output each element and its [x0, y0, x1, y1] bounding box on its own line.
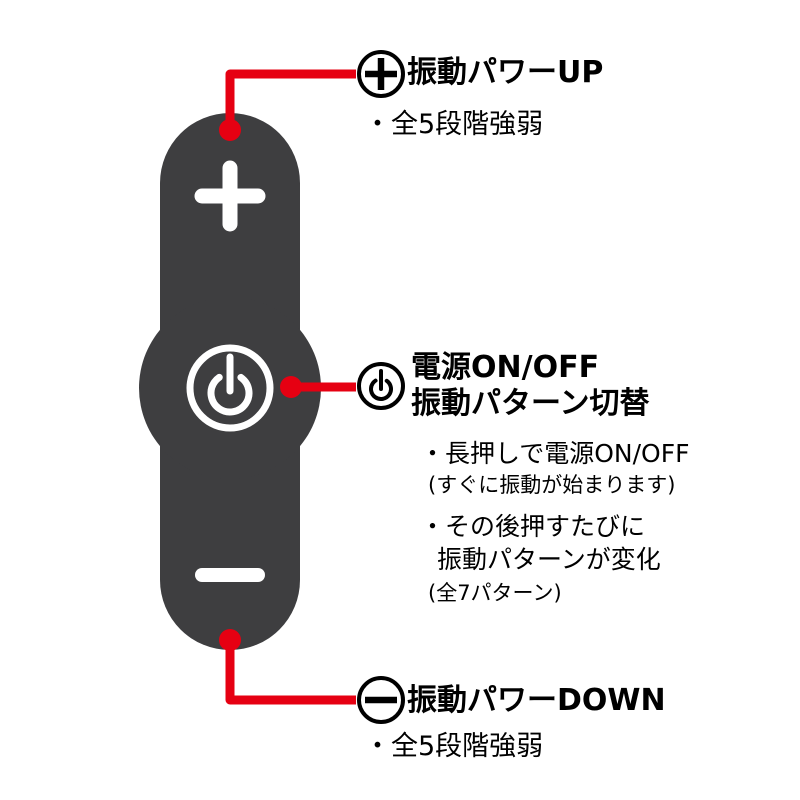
top-callout-note: ・全5段階強弱 — [364, 109, 544, 140]
top-callout-title: 振動パワーUP — [407, 55, 604, 90]
plus-circle-icon — [357, 50, 405, 98]
callout-dot-middle — [280, 376, 302, 398]
power-callout-title-line1: 電源ON/OFF — [411, 350, 600, 385]
callout-line-bottom — [219, 629, 356, 705]
plus-icon — [194, 160, 266, 232]
callout-line-middle — [280, 376, 356, 398]
callout-line-top — [219, 69, 356, 141]
callout-lines — [219, 69, 356, 705]
bottom-callout-note: ・全5段階強弱 — [364, 731, 544, 762]
power-callout-bullet-2-note: (全7パターン) — [428, 581, 562, 605]
callout-dot-bottom — [219, 629, 241, 651]
power-icon — [186, 344, 274, 432]
power-callout-bullet-2-line1: ・その後押すたびに — [420, 512, 646, 541]
power-circle-icon — [357, 362, 405, 410]
power-callout-bullet-1: ・長押しで電源ON/OFF — [420, 439, 690, 468]
power-callout-bullet-1-note: (すぐに振動が始まります) — [428, 473, 676, 497]
callout-dot-top — [219, 119, 241, 141]
remote-control-device — [139, 113, 321, 650]
power-callout-title-line2: 振動パターン切替 — [411, 386, 650, 421]
minus-circle-icon — [357, 676, 405, 724]
power-callout-bullet-2-line2: 振動パターンが変化 — [437, 545, 661, 574]
bottom-callout-title: 振動パワーDOWN — [407, 683, 666, 718]
